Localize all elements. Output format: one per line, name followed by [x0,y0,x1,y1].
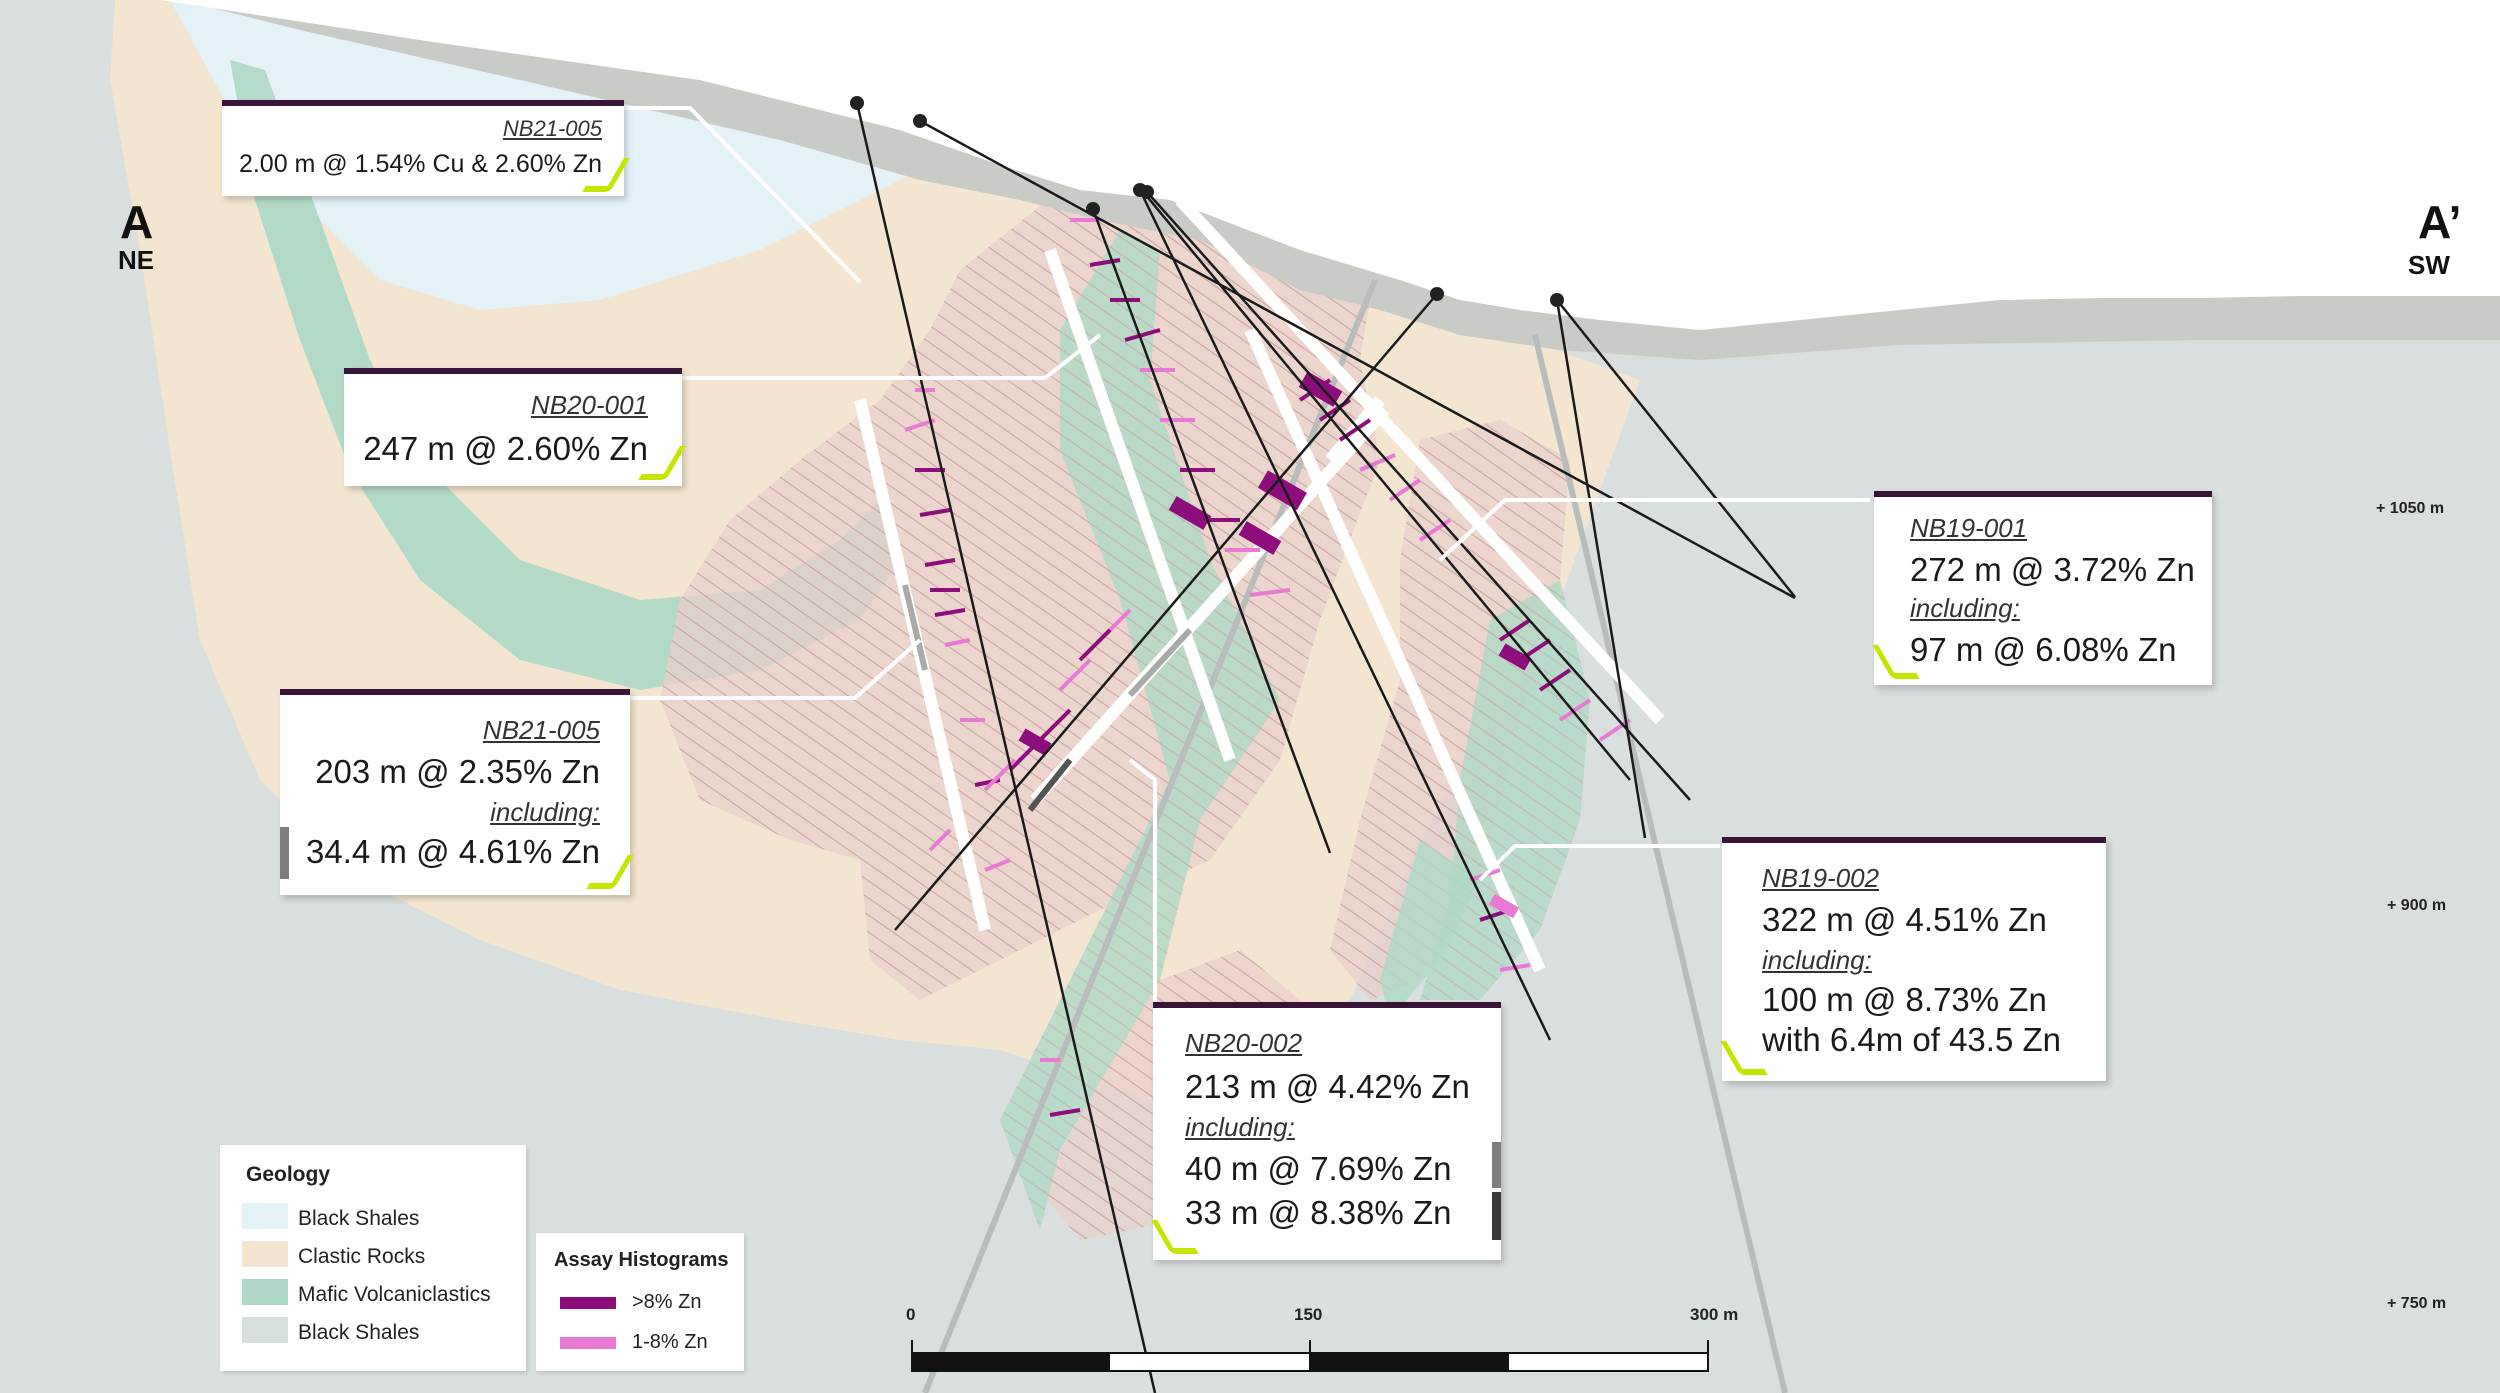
callout-sub-intercept-2: with 6.4m of 43.5 Zn [1762,1021,2061,1058]
callout-sub-intercept: 40 m @ 7.69% Zn [1185,1150,1452,1187]
legend-swatch-high-zn [560,1297,616,1309]
geology-legend-title: Geology [246,1163,331,1186]
elevation-label-1050: + 1050 m [2376,500,2445,517]
legend-label-mafic-volcaniclastics: Mafic Volcaniclastics [298,1283,491,1306]
scale-bar-label-0: 0 [906,1305,916,1324]
legend-label-clastic-rocks: Clastic Rocks [298,1245,426,1268]
fault-east [1532,334,1788,1393]
callout-nb20-002: NB20-002 213 m @ 4.42% Zn including: 40 … [1151,1002,1501,1260]
callout-nb21-005: NB21-005 203 m @ 2.35% Zn including: 34.… [280,689,634,895]
geology-legend: Geology Black Shales Clastic Rocks Mafic… [220,1145,526,1371]
callout-including-label: including: [1185,1112,1295,1142]
scale-bar-label-150: 150 [1294,1305,1323,1324]
subinterval-bar-grey [280,827,289,879]
callout-intercept: 322 m @ 4.51% Zn [1762,901,2047,938]
legend-label-mid-zn: 1-8% Zn [632,1331,708,1353]
scale-bar [911,1340,1709,1372]
callout-hole-id: NB19-001 [1910,513,2028,543]
legend-swatch-black-shales-upper [242,1203,288,1229]
section-start-label: A [120,196,154,248]
section-end-direction: SW [2408,250,2450,280]
callout-hole-id: NB20-001 [530,390,648,420]
section-start-direction: NE [118,245,155,275]
callout-sub-intercept: 97 m @ 6.08% Zn [1910,631,2177,668]
drill-collars [850,96,1564,307]
legend-label-black-shales-upper: Black Shales [298,1207,420,1230]
callout-including-label: including: [1910,593,2020,623]
legend-swatch-black-shales-lower [242,1317,288,1343]
callout-hole-id: NB20-002 [1185,1028,1303,1058]
drill-hole-subintervals [902,584,1193,812]
callout-sub-intercept-2: 33 m @ 8.38% Zn [1185,1194,1452,1231]
callout-hole-id: NB21-005 [502,116,602,141]
callout-sub-intercept: 100 m @ 8.73% Zn [1762,981,2047,1018]
callout-including-label: including: [1762,945,1872,975]
callout-nb19-001: NB19-001 272 m @ 3.72% Zn including: 97 … [1872,491,2212,685]
callout-intercept: 203 m @ 2.35% Zn [315,753,600,790]
legend-label-high-zn: >8% Zn [632,1291,702,1313]
callout-hole-id: NB21-005 [482,715,600,745]
drill-hole-traces [855,102,1796,1393]
sky [160,0,2500,330]
overburden [180,0,2500,360]
drill-hole-intervals [854,195,1665,973]
legend-label-black-shales-lower: Black Shales [298,1321,420,1344]
elevation-label-900: + 900 m [2387,897,2447,914]
legend-swatch-clastic-rocks [242,1241,288,1267]
legend-swatch-mid-zn [560,1337,616,1349]
section-end-label: A’ [2418,196,2462,248]
mafic-volcaniclastics-band-3 [1380,840,1480,1020]
subinterval-bar-dark [1492,1192,1501,1240]
legend-swatch-mafic-volcaniclastics [242,1279,288,1305]
callout-intercept: 272 m @ 3.72% Zn [1910,551,2195,588]
callout-nb20-001: NB20-001 247 m @ 2.60% Zn [344,368,686,486]
assay-legend-title: Assay Histograms [554,1249,729,1271]
scale-bar-label-300: 300 m [1690,1305,1739,1324]
elevation-label-750: + 750 m [2387,1295,2447,1312]
callout-including-label: including: [490,797,600,827]
callout-leaders [620,106,1870,1008]
callout-sub-intercept: 34.4 m @ 4.61% Zn [306,833,600,870]
subinterval-bar-grey [1492,1142,1501,1188]
callout-nb21-005-top: NB21-005 2.00 m @ 1.54% Cu & 2.60% Zn [222,100,630,196]
highlight-tick [1720,1041,1768,1075]
callout-intercept: 2.00 m @ 1.54% Cu & 2.60% Zn [238,150,602,178]
callout-intercept: 213 m @ 4.42% Zn [1185,1068,1470,1105]
callout-intercept: 247 m @ 2.60% Zn [363,430,648,467]
fault-west [922,278,1378,1393]
mafic-volcaniclastics-arc [230,60,900,690]
callout-hole-id: NB19-002 [1762,863,1880,893]
assay-legend: Assay Histograms >8% Zn 1-8% Zn [536,1233,744,1371]
callout-nb19-002: NB19-002 322 m @ 4.51% Zn including: 100… [1720,837,2106,1081]
